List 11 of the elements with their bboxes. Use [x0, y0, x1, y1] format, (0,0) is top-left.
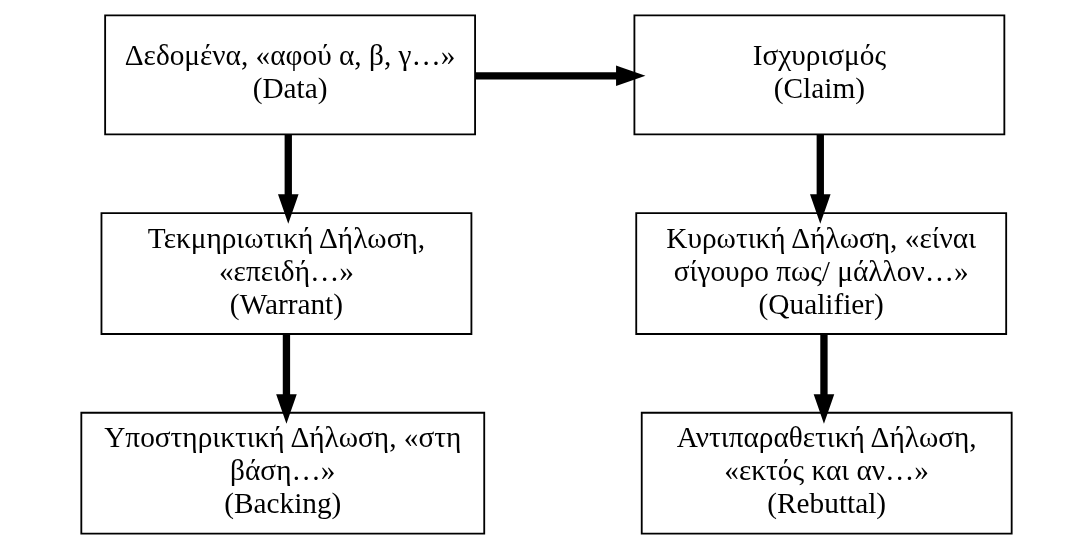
- node-box: Δεδομένα, «αφού α, β, γ…» (Data): [103, 14, 476, 136]
- arrow: [275, 334, 297, 424]
- node-box: Κυρωτική Δήλωση, «είναι σίγουρο πως/ μάλλον…» (Qualifier): [634, 212, 1007, 335]
- arrow: [809, 134, 831, 224]
- node-box: Αντιπαραθετική Δήλωση, «εκτός και αν…» (Rebuttal): [640, 411, 1013, 535]
- node-box: Υποστηρικτική Δήλωση, «στη βάση…» (Backing): [79, 411, 485, 535]
- arrow: [474, 65, 645, 87]
- node-box: Τεκμηριωτική Δήλωση, «επειδή…» (Warrant): [100, 212, 472, 335]
- arrow: [277, 134, 299, 224]
- node-box: Ισχυρισμός (Claim): [633, 14, 1005, 136]
- arrow: [813, 334, 834, 424]
